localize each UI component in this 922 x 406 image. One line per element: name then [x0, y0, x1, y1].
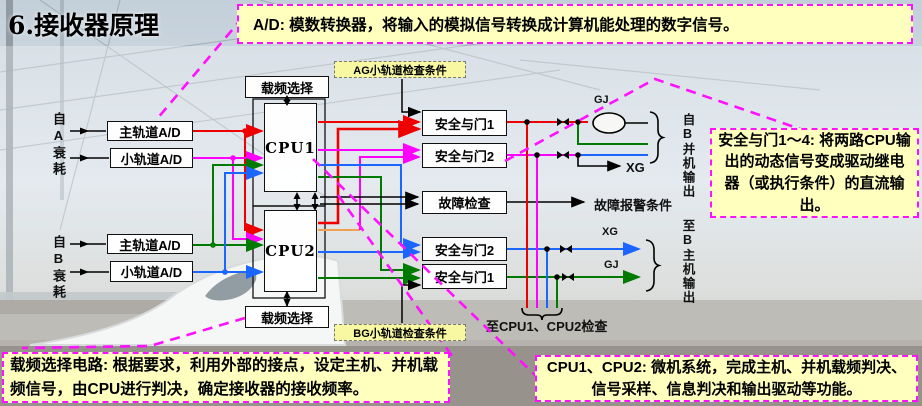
junction-dots-right	[524, 119, 581, 280]
block-ad-main-a: 主轨道A/D	[107, 121, 193, 141]
block-gate2-top: 安全与门2	[422, 143, 507, 168]
block-gate2-bottom: 安全与门2	[422, 237, 507, 261]
block-gate1-bottom: 安全与门1	[422, 264, 507, 289]
skyline	[0, 292, 210, 308]
train-windshield	[205, 270, 257, 301]
label-to-cpu-check: 至CPU1、CPU2检查	[486, 319, 608, 334]
block-ad-small-b: 小轨道A/D	[110, 261, 193, 282]
label-fault-alarm: 故障报警条件	[594, 198, 673, 213]
junction-dots-left	[210, 128, 248, 275]
label-gj-top: GJ	[594, 94, 609, 106]
input-stubs	[70, 130, 109, 273]
braces	[521, 111, 666, 321]
block-cpu2: CPU2	[264, 210, 317, 292]
block-ad-main-b: 主轨道A/D	[107, 234, 193, 254]
label-gj-bottom: GJ	[604, 259, 619, 271]
label-output-main: 至B主机输出	[680, 219, 695, 305]
page-title: 6.接收器原理	[8, 11, 160, 40]
diode-symbols	[557, 118, 574, 281]
label-output-parallel: 自B并机输出	[680, 113, 695, 199]
relay-ellipse	[592, 112, 626, 134]
label-bg-condition: BG小轨道检查条件	[334, 324, 466, 341]
block-carrier-select-bottom: 载频选择	[245, 306, 329, 328]
input-arrowheads	[80, 127, 89, 276]
label-ag-condition: AG小轨道检查条件	[334, 61, 466, 78]
block-ad-small-a: 小轨道A/D	[110, 148, 193, 168]
label-xg-top: XG	[626, 160, 645, 175]
condition-links	[401, 79, 422, 323]
note-cpu: CPU1、CPU2: 微机系统，完成主机、并机载频判决、信号采样、信息判决和输出…	[535, 355, 918, 402]
block-cpu1: CPU1	[264, 103, 317, 192]
ad-to-cpu-wires	[193, 124, 264, 279]
note-safety-gate: 安全与门1～4: 将两路CPU输出的动态信号变成驱动继电器（或执行条件）的直流输…	[710, 128, 919, 218]
catenary-pole	[6, 0, 13, 345]
block-fault-check: 故障检查	[422, 191, 507, 214]
block-gate1-top: 安全与门1	[422, 110, 507, 136]
platform-edge	[0, 300, 250, 314]
block-carrier-select-top: 载频选择	[245, 76, 329, 98]
label-input-b: 自B衰耗	[51, 235, 66, 301]
note-ad: A/D: 模数转换器，将输入的模拟信号转换成计算机能处理的数字信号。	[237, 4, 913, 44]
gate-output-wires	[507, 121, 648, 308]
note-carrier-select: 载频选择电路: 根据要求，利用外部的接点，设定主机、并机载频信号，由CPU进行判…	[2, 352, 450, 403]
label-xg-bottom: XG	[602, 226, 618, 238]
cpu-to-gate-wires	[318, 115, 422, 285]
label-input-a: 自A衰耗	[51, 112, 66, 178]
